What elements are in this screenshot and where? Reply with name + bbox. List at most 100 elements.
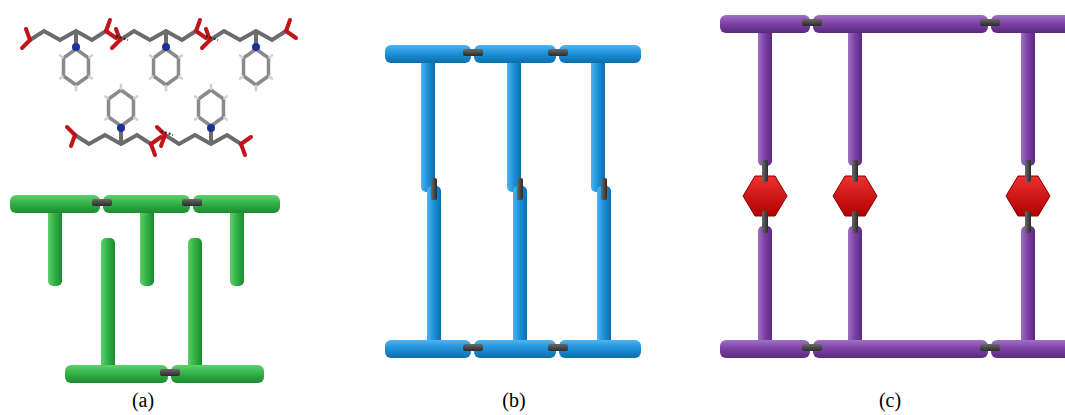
purple-t-blocks xyxy=(720,15,1065,358)
illustration-part xyxy=(188,238,202,372)
illustration-part xyxy=(241,144,245,155)
illustration-part xyxy=(474,340,556,358)
illustration-part xyxy=(199,90,224,126)
illustration-part xyxy=(104,96,108,99)
illustration-part xyxy=(160,369,180,376)
illustration-part xyxy=(165,135,241,144)
illustration-part xyxy=(140,204,154,286)
illustration-part xyxy=(802,19,822,26)
coordination-links xyxy=(762,19,1031,351)
illustration-part xyxy=(88,55,92,58)
illustration-part xyxy=(59,76,63,79)
illustration-part xyxy=(207,124,215,132)
illustration-part xyxy=(71,135,75,146)
illustration-part xyxy=(421,54,435,192)
illustration-part xyxy=(178,76,182,79)
illustration-part xyxy=(48,204,62,286)
illustration-part xyxy=(120,84,123,90)
illustration-part xyxy=(1021,226,1035,348)
illustration-part xyxy=(30,31,106,40)
illustration-part xyxy=(109,90,134,126)
illustration-part xyxy=(133,117,137,120)
illustration-part xyxy=(178,55,182,58)
illustration-part xyxy=(559,340,641,358)
illustration-part xyxy=(548,344,568,351)
illustration-part xyxy=(194,117,198,120)
illustration-part xyxy=(193,195,280,213)
illustration-part xyxy=(559,45,641,63)
illustration-part xyxy=(517,178,523,200)
illustration-part xyxy=(720,340,810,358)
illustration-part xyxy=(223,117,227,120)
illustration-part xyxy=(597,186,611,348)
illustration-part xyxy=(206,29,210,40)
illustration-part xyxy=(720,15,810,33)
illustration-part xyxy=(151,144,155,155)
illustration-part xyxy=(980,344,1000,351)
illustration-part xyxy=(255,85,258,91)
illustration-part xyxy=(1021,24,1035,166)
illustration-part xyxy=(106,20,110,31)
illustration-part xyxy=(116,36,128,40)
illustration-part xyxy=(601,178,607,200)
illustration-part xyxy=(591,54,605,192)
illustration-part xyxy=(239,55,243,58)
illustration-part xyxy=(165,85,168,91)
illustration-part xyxy=(762,211,768,233)
illustration-part xyxy=(513,186,527,348)
illustration-part xyxy=(59,55,63,58)
illustration-part xyxy=(194,96,198,99)
illustration-part xyxy=(120,31,196,40)
illustration-part xyxy=(161,131,173,135)
illustration-part xyxy=(10,195,100,213)
illustration-part xyxy=(149,55,153,58)
illustration-part xyxy=(206,36,218,40)
illustration-part xyxy=(154,49,179,85)
green-t-blocks xyxy=(10,195,280,383)
illustration-part xyxy=(427,186,441,348)
illustration-part xyxy=(65,365,168,383)
panel-label: (a) xyxy=(132,390,154,410)
hydrogen-bond-links xyxy=(431,49,607,351)
hydrogen-bond-links xyxy=(92,199,202,376)
illustration-part xyxy=(991,340,1065,358)
illustration-part xyxy=(133,96,137,99)
illustration-part xyxy=(286,20,290,31)
crystal-structure xyxy=(22,20,296,155)
illustration-part xyxy=(507,54,521,192)
illustration-part xyxy=(210,84,213,90)
illustration-part xyxy=(64,49,89,85)
illustration-part xyxy=(848,226,862,348)
illustration-part xyxy=(385,340,471,358)
illustration-part xyxy=(230,204,244,286)
illustration-part xyxy=(116,29,120,40)
panel-label: (c) xyxy=(879,390,901,410)
illustration-part xyxy=(474,45,556,63)
illustration-part xyxy=(26,29,30,40)
illustration-part xyxy=(813,340,988,358)
illustration-part xyxy=(101,238,115,372)
illustration-part xyxy=(103,195,190,213)
illustration-part xyxy=(991,15,1065,33)
illustration-part xyxy=(802,344,822,351)
illustration-part xyxy=(463,344,483,351)
illustration-part xyxy=(182,199,202,206)
illustration-part xyxy=(852,211,858,233)
illustration-part xyxy=(1025,211,1031,233)
illustration-part xyxy=(252,43,260,51)
illustration-part xyxy=(980,19,1000,26)
metal-nodes xyxy=(743,176,1050,216)
illustration-part xyxy=(762,160,768,182)
illustration-part xyxy=(813,15,988,33)
illustration-part xyxy=(72,43,80,51)
illustration-part xyxy=(171,365,264,383)
illustration-part xyxy=(196,20,200,31)
illustration-part xyxy=(244,49,269,85)
illustration-part xyxy=(104,117,108,120)
illustration-part xyxy=(848,24,862,166)
illustration-part xyxy=(161,135,165,146)
illustration-part xyxy=(117,124,125,132)
illustration-part xyxy=(852,160,858,182)
illustration-part xyxy=(239,76,243,79)
